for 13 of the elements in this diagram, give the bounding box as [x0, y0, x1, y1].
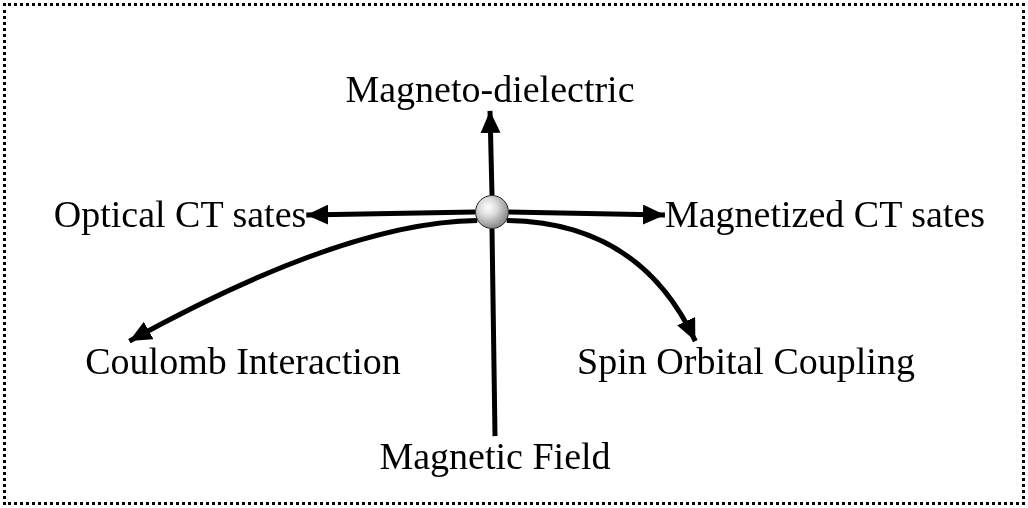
node-label: Optical CT sates — [53, 194, 307, 236]
arrow — [128, 218, 478, 344]
node-label: Coulomb Interaction — [85, 341, 401, 383]
connector-line — [489, 228, 498, 437]
sphere-icon — [475, 195, 509, 229]
node-label: Magnetized CT sates — [664, 194, 986, 236]
node-label: Magnetic Field — [379, 436, 611, 478]
node-label: Spin Orbital Coupling — [577, 341, 915, 383]
arrow — [508, 204, 665, 225]
node-label: Magneto-dielectric — [345, 69, 635, 111]
arrow — [480, 110, 501, 196]
arrow — [306, 204, 476, 225]
arrow — [506, 218, 698, 343]
